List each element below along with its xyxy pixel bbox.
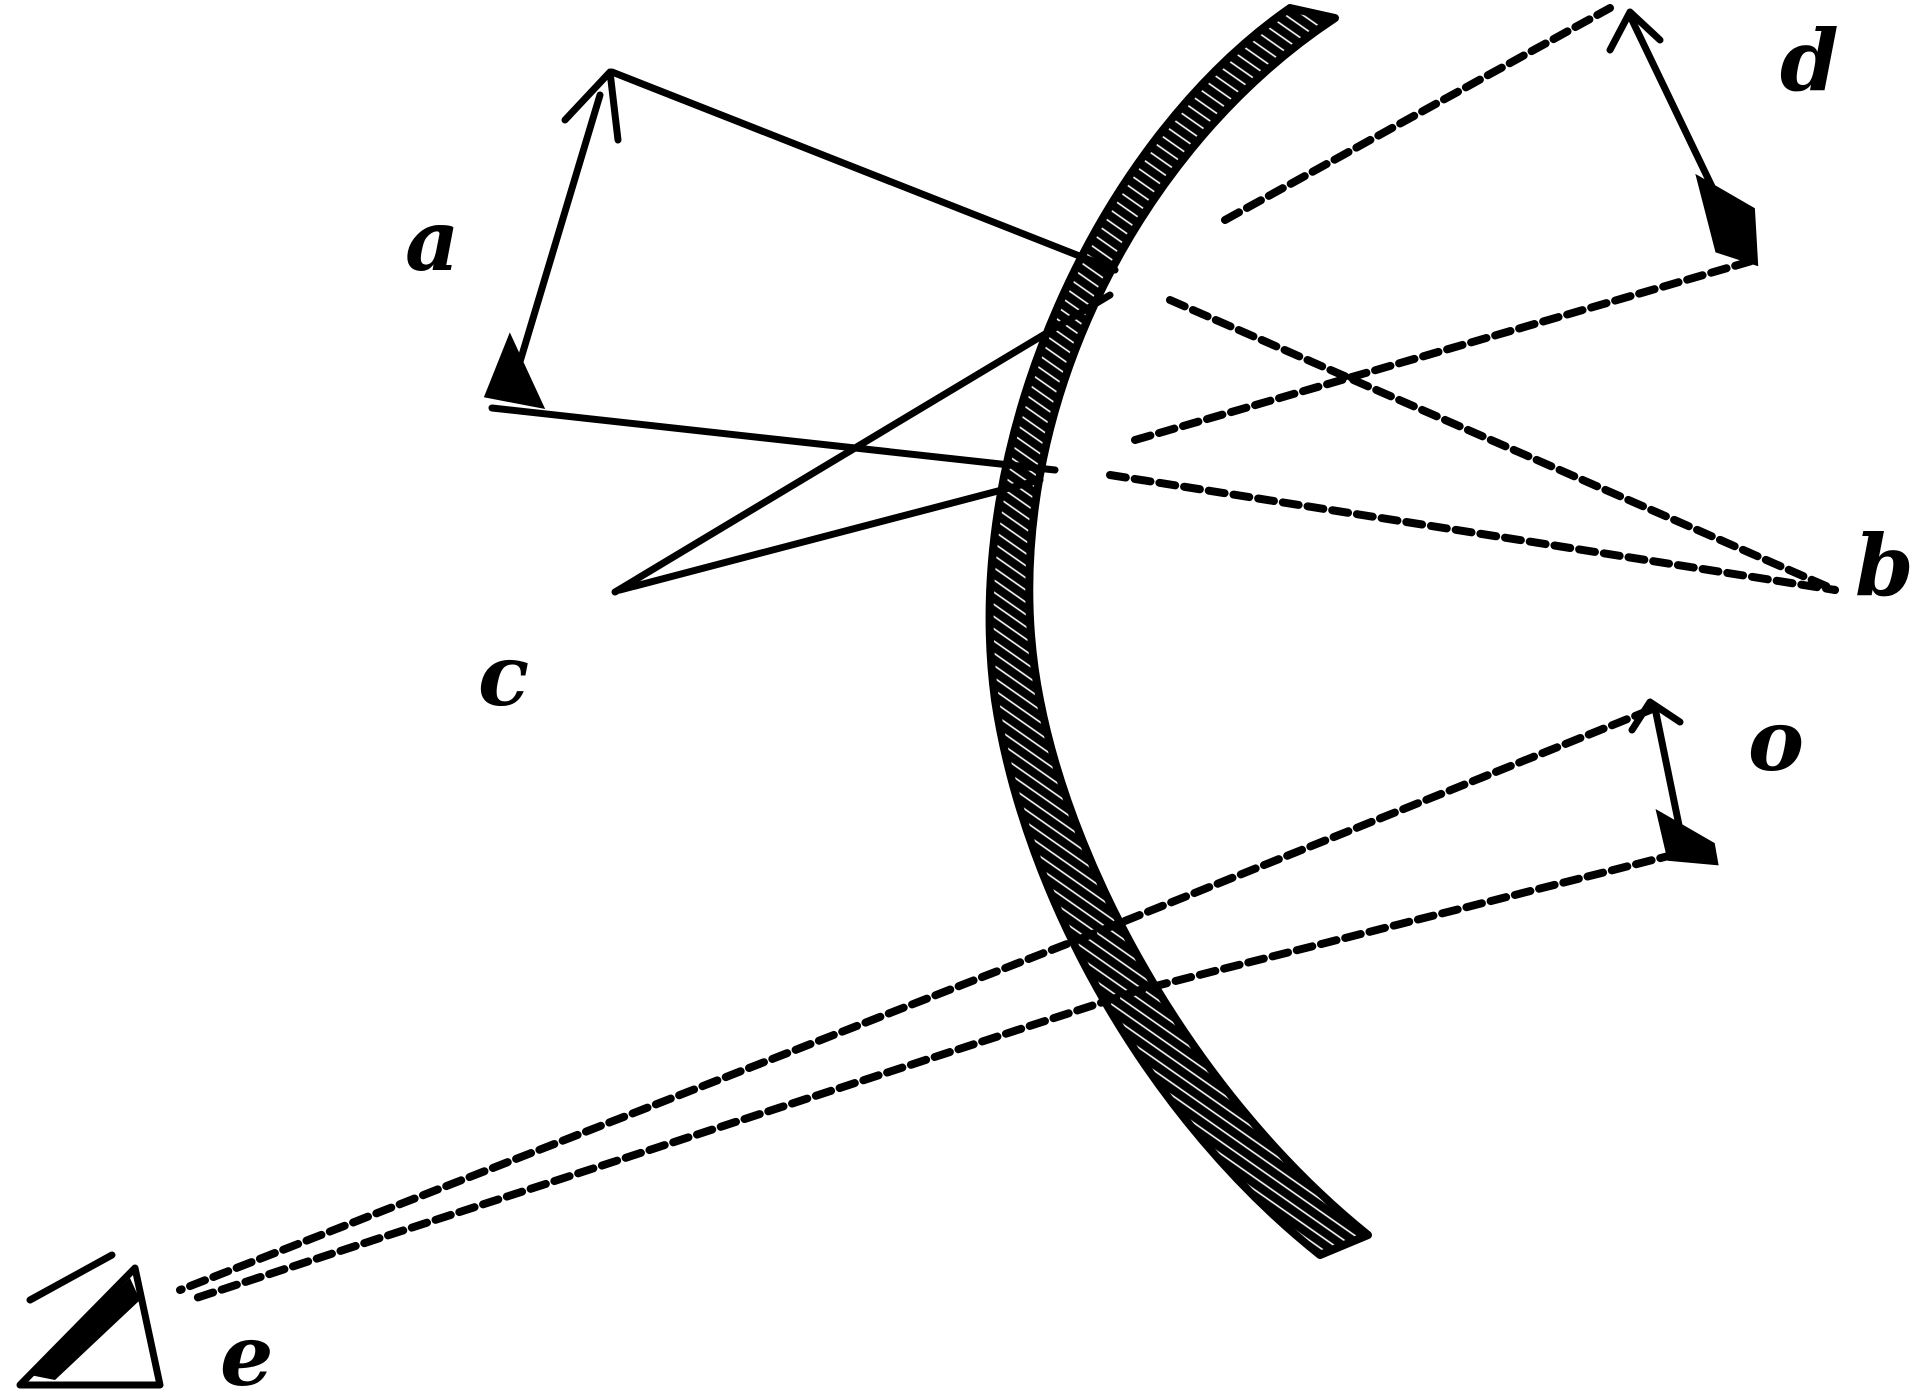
- label-e: e: [220, 1306, 273, 1396]
- label-d: d: [1780, 11, 1839, 110]
- reflected-ray-to-c-1: [611, 291, 1114, 596]
- dashed-ray-to-d-top: [1221, 4, 1614, 224]
- reflected-ray-to-c-2: [616, 476, 1044, 594]
- label-b: b: [1855, 516, 1914, 615]
- object-arrow-a: [483, 68, 622, 410]
- ray-a-top-to-mirror: [608, 68, 1119, 274]
- label-a: a: [405, 191, 459, 290]
- dashed-ray-to-b-lower: [1106, 471, 1839, 594]
- dashed-ray-mirror-to-eye-2: [186, 986, 1144, 1304]
- eye-icon: [16, 1251, 164, 1389]
- dashed-ray-mirror-to-eye-1: [176, 931, 1094, 1294]
- label-c: c: [478, 626, 529, 725]
- object-arrow-o: [1628, 698, 1719, 866]
- curved-mirror: [985, 4, 1372, 1259]
- dashed-ray-to-b-upper: [1166, 296, 1839, 594]
- dashed-ray-to-d-bottom: [1131, 256, 1759, 444]
- dashed-ray-o-top-to-mirror: [1086, 706, 1654, 939]
- dashed-ray-o-bottom-to-mirror: [1136, 844, 1704, 994]
- image-arrow-d: [1606, 8, 1759, 267]
- ray-a-bottom-to-mirror: [488, 404, 1059, 474]
- label-o: o: [1748, 691, 1804, 790]
